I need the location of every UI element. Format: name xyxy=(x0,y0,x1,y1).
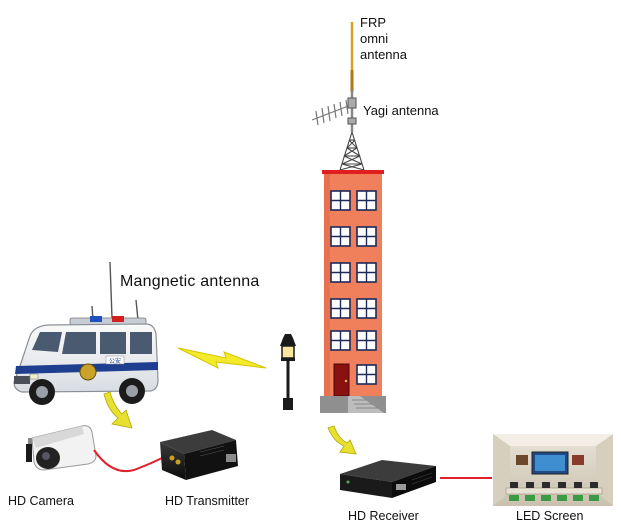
led-screen-room-icon xyxy=(493,434,613,506)
lattice-tower-icon xyxy=(339,131,365,171)
label-hd-transmitter: HD Transmitter xyxy=(165,494,250,508)
yagi-antenna-icon xyxy=(311,90,357,132)
label-led-screen: LED Screen xyxy=(516,509,584,523)
hd-receiver-icon xyxy=(340,460,436,498)
magnetic-antenna-icon xyxy=(91,261,139,321)
building-icon xyxy=(320,170,386,413)
label-frp-line3: antenna xyxy=(360,47,407,62)
label-yagi-antenna: Yagi antenna xyxy=(363,103,439,118)
label-magnetic-antenna: Mangnetic antenna xyxy=(120,273,260,290)
arrow-van-to-transmitter-icon xyxy=(103,391,133,429)
hd-camera-icon xyxy=(26,425,97,471)
label-frp-line1: FRP xyxy=(360,15,386,30)
label-frp-line2: omni xyxy=(360,31,389,46)
arrow-building-to-receiver-icon xyxy=(327,425,357,455)
label-hd-camera: HD Camera xyxy=(8,494,74,508)
street-lamp-icon xyxy=(280,334,296,410)
cable-camera-to-transmitter xyxy=(93,449,163,472)
lightning-bolt-icon xyxy=(177,347,267,369)
hd-transmitter-icon xyxy=(160,430,238,480)
police-van-icon: 公安 xyxy=(13,316,159,405)
label-hd-receiver: HD Receiver xyxy=(348,509,419,523)
van-marking: 公安 xyxy=(109,357,121,365)
